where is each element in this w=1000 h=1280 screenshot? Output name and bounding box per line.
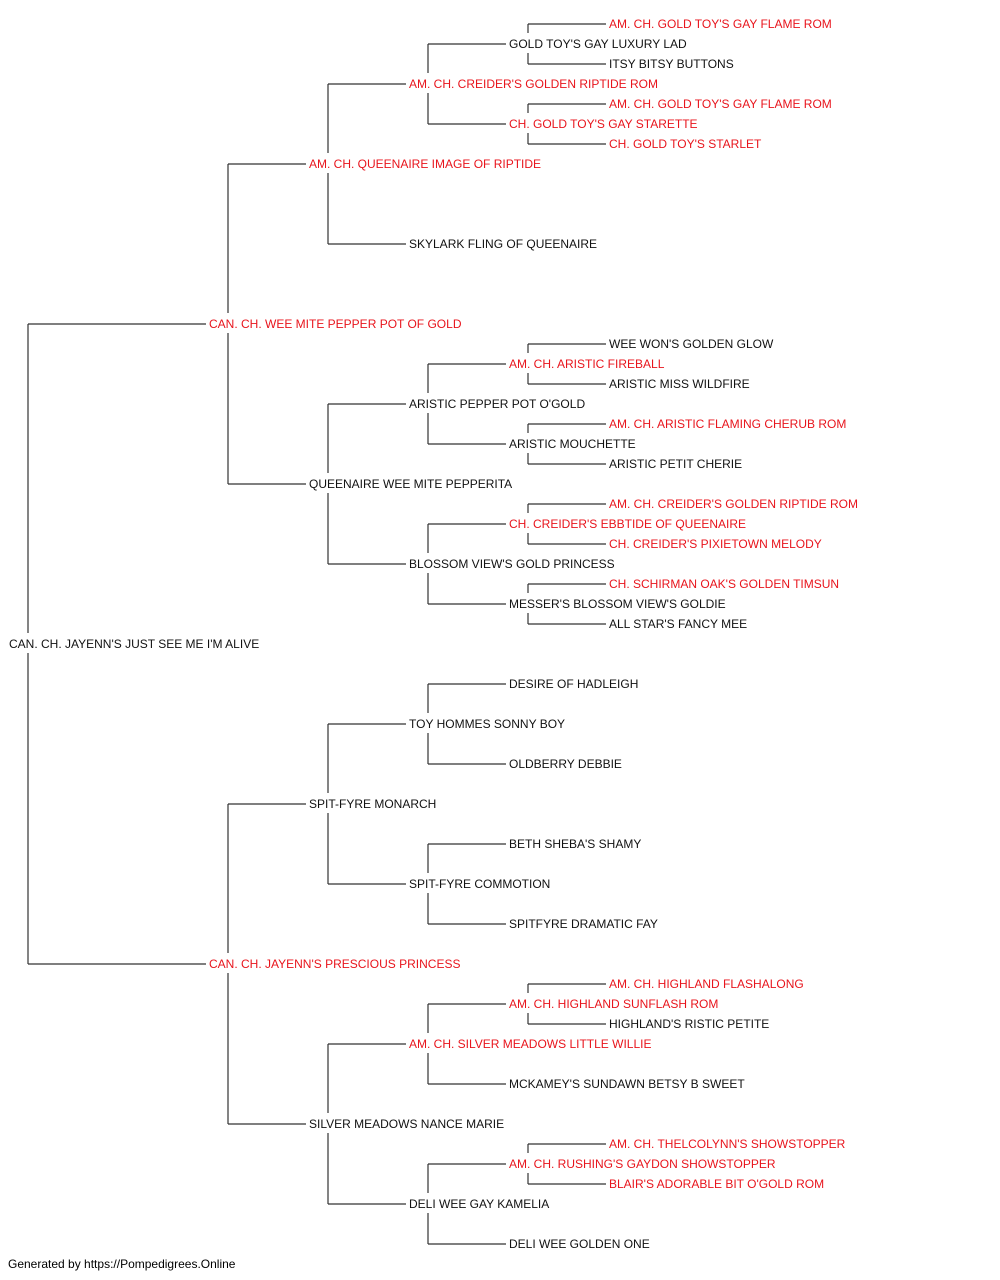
pedigree-entry-queenaire-wee-mite-pepperita: QUEENAIRE WEE MITE PEPPERITA bbox=[308, 477, 514, 491]
footer-credit: Generated by https://Pompedigrees.Online bbox=[8, 1257, 236, 1271]
pedigree-entry-am-ch-highland-flashalong: AM. CH. HIGHLAND FLASHALONG bbox=[608, 977, 805, 991]
pedigree-entry-mckamey-s-sundawn-betsy-b-sweet: MCKAMEY'S SUNDAWN BETSY B SWEET bbox=[508, 1077, 746, 1091]
pedigree-entry-blair-s-adorable-bit-o-gold-rom: BLAIR'S ADORABLE BIT O'GOLD ROM bbox=[608, 1177, 826, 1191]
pedigree-entry-blossom-view-s-gold-princess: BLOSSOM VIEW'S GOLD PRINCESS bbox=[408, 557, 616, 571]
pedigree-entry-beth-sheba-s-shamy: BETH SHEBA'S SHAMY bbox=[508, 837, 643, 851]
pedigree-entry-toy-hommes-sonny-boy: TOY HOMMES SONNY BOY bbox=[408, 717, 567, 731]
pedigree-entry-can-ch-jayenn-s-prescious-princess: CAN. CH. JAYENN'S PRESCIOUS PRINCESS bbox=[208, 957, 462, 971]
pedigree-entry-deli-wee-golden-one: DELI WEE GOLDEN ONE bbox=[508, 1237, 651, 1251]
pedigree-entry-ch-gold-toy-s-starlet: CH. GOLD TOY'S STARLET bbox=[608, 137, 763, 151]
pedigree-entry-wee-won-s-golden-glow: WEE WON'S GOLDEN GLOW bbox=[608, 337, 775, 351]
pedigree-entry-itsy-bitsy-buttons: ITSY BITSY BUTTONS bbox=[608, 57, 735, 71]
pedigree-entry-am-ch-highland-sunflash-rom: AM. CH. HIGHLAND SUNFLASH ROM bbox=[508, 997, 720, 1011]
pedigree-entry-aristic-petit-cherie: ARISTIC PETIT CHERIE bbox=[608, 457, 744, 471]
pedigree-entry-am-ch-creider-s-golden-riptide-rom: AM. CH. CREIDER'S GOLDEN RIPTIDE ROM bbox=[608, 497, 859, 511]
pedigree-entry-gold-toy-s-gay-luxury-lad: GOLD TOY'S GAY LUXURY LAD bbox=[508, 37, 688, 51]
pedigree-entry-am-ch-creider-s-golden-riptide-rom: AM. CH. CREIDER'S GOLDEN RIPTIDE ROM bbox=[408, 77, 659, 91]
pedigree-entry-silver-meadows-nance-marie: SILVER MEADOWS NANCE MARIE bbox=[308, 1117, 506, 1131]
pedigree-entry-deli-wee-gay-kamelia: DELI WEE GAY KAMELIA bbox=[408, 1197, 551, 1211]
pedigree-entry-am-ch-aristic-flaming-cherub-rom: AM. CH. ARISTIC FLAMING CHERUB ROM bbox=[608, 417, 848, 431]
pedigree-entry-ch-gold-toy-s-gay-starette: CH. GOLD TOY'S GAY STARETTE bbox=[508, 117, 699, 131]
pedigree-entry-aristic-pepper-pot-o-gold: ARISTIC PEPPER POT O'GOLD bbox=[408, 397, 587, 411]
pedigree-entry-spit-fyre-monarch: SPIT-FYRE MONARCH bbox=[308, 797, 438, 811]
pedigree-entry-am-ch-gold-toy-s-gay-flame-rom: AM. CH. GOLD TOY'S GAY FLAME ROM bbox=[608, 97, 833, 111]
pedigree-entry-skylark-fling-of-queenaire: SKYLARK FLING OF QUEENAIRE bbox=[408, 237, 599, 251]
pedigree-entry-ch-creider-s-pixietown-melody: CH. CREIDER'S PIXIETOWN MELODY bbox=[608, 537, 823, 551]
pedigree-entry-spitfyre-dramatic-fay: SPITFYRE DRAMATIC FAY bbox=[508, 917, 659, 931]
pedigree-entry-all-star-s-fancy-mee: ALL STAR'S FANCY MEE bbox=[608, 617, 749, 631]
pedigree-entry-am-ch-thelcolynn-s-showstopper: AM. CH. THELCOLYNN'S SHOWSTOPPER bbox=[608, 1137, 847, 1151]
pedigree-entry-aristic-miss-wildfire: ARISTIC MISS WILDFIRE bbox=[608, 377, 751, 391]
pedigree-entry-am-ch-silver-meadows-little-willie: AM. CH. SILVER MEADOWS LITTLE WILLIE bbox=[408, 1037, 653, 1051]
pedigree-entry-can-ch-jayenn-s-just-see-me-i-m-alive: CAN. CH. JAYENN'S JUST SEE ME I'M ALIVE bbox=[8, 637, 261, 651]
pedigree-entry-can-ch-wee-mite-pepper-pot-of-gold: CAN. CH. WEE MITE PEPPER POT OF GOLD bbox=[208, 317, 463, 331]
pedigree-entry-messer-s-blossom-view-s-goldie: MESSER'S BLOSSOM VIEW'S GOLDIE bbox=[508, 597, 727, 611]
pedigree-entry-ch-creider-s-ebbtide-of-queenaire: CH. CREIDER'S EBBTIDE OF QUEENAIRE bbox=[508, 517, 747, 531]
pedigree-entry-am-ch-gold-toy-s-gay-flame-rom: AM. CH. GOLD TOY'S GAY FLAME ROM bbox=[608, 17, 833, 31]
pedigree-entry-am-ch-queenaire-image-of-riptide: AM. CH. QUEENAIRE IMAGE OF RIPTIDE bbox=[308, 157, 543, 171]
pedigree-entry-spit-fyre-commotion: SPIT-FYRE COMMOTION bbox=[408, 877, 552, 891]
pedigree-entry-ch-schirman-oak-s-golden-timsun: CH. SCHIRMAN OAK'S GOLDEN TIMSUN bbox=[608, 577, 841, 591]
pedigree-entry-desire-of-hadleigh: DESIRE OF HADLEIGH bbox=[508, 677, 640, 691]
pedigree-entry-am-ch-aristic-fireball: AM. CH. ARISTIC FIREBALL bbox=[508, 357, 666, 371]
pedigree-entry-oldberry-debbie: OLDBERRY DEBBIE bbox=[508, 757, 623, 771]
pedigree-entry-aristic-mouchette: ARISTIC MOUCHETTE bbox=[508, 437, 637, 451]
pedigree-entry-am-ch-rushing-s-gaydon-showstopper: AM. CH. RUSHING'S GAYDON SHOWSTOPPER bbox=[508, 1157, 777, 1171]
pedigree-entry-highland-s-ristic-petite: HIGHLAND'S RISTIC PETITE bbox=[608, 1017, 771, 1031]
